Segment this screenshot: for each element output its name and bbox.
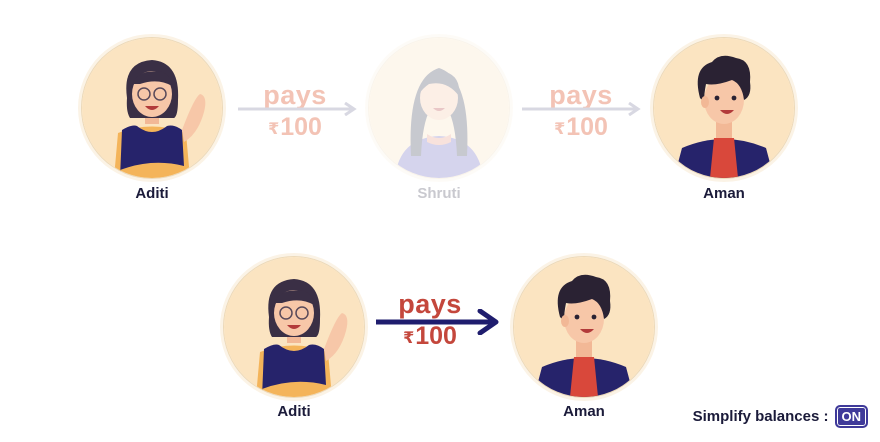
rupee-symbol: ₹ <box>554 121 566 138</box>
aman-avatar <box>654 38 794 178</box>
shruti-avatar <box>369 38 509 178</box>
woman-waving-avatar-icon <box>224 257 364 397</box>
pays-word: pays <box>549 80 613 110</box>
rupee-symbol: ₹ <box>268 121 280 138</box>
woman-waving-avatar-icon <box>82 38 222 178</box>
woman-long-hair-avatar-icon <box>369 38 509 178</box>
man-curly-hair-avatar-icon <box>654 38 794 178</box>
arrow-right-icon <box>376 309 499 335</box>
man-curly-hair-avatar-icon <box>514 257 654 397</box>
payment-label-1: pays ₹100 <box>230 82 360 140</box>
simplify-balances-toggle[interactable]: ON <box>834 405 868 428</box>
person-name-shruti: Shruti <box>417 185 461 202</box>
arrow-right-icon <box>238 102 357 116</box>
person-name-aman-simplified: Aman <box>563 403 605 420</box>
aditi-avatar-simplified <box>224 257 364 397</box>
aditi-avatar <box>82 38 222 178</box>
payment-amount: 100 <box>415 322 457 350</box>
payment-label-simplified: pays ₹100 <box>365 291 495 349</box>
simplify-balances-setting: Simplify balances : ON <box>693 405 868 428</box>
person-name-aditi: Aditi <box>135 185 169 202</box>
pays-word: pays <box>263 80 327 110</box>
payment-amount: 100 <box>566 113 608 141</box>
simplify-balances-label: Simplify balances : <box>692 408 829 425</box>
aman-avatar-simplified <box>514 257 654 397</box>
pays-word: pays <box>398 289 462 319</box>
person-name-aman: Aman <box>703 185 745 202</box>
payment-amount: 100 <box>280 113 322 141</box>
person-name-aditi-simplified: Aditi <box>277 403 311 420</box>
arrow-right-icon <box>522 102 641 116</box>
payment-label-2: pays ₹100 <box>516 82 646 140</box>
rupee-symbol: ₹ <box>403 330 415 347</box>
